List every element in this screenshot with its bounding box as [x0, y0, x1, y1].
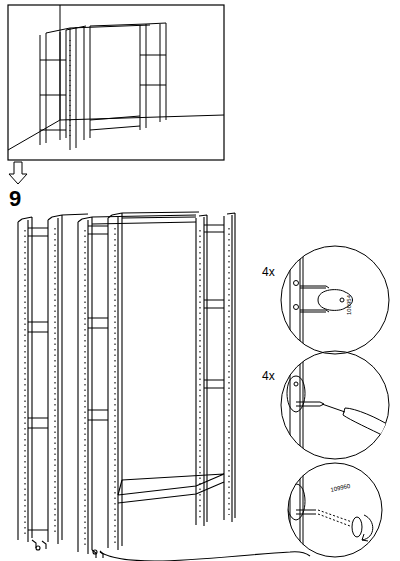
overview-inset: [8, 5, 224, 160]
shelf-frame: [18, 212, 310, 561]
detail-circle: [287, 455, 382, 560]
part-number: 100954: [346, 295, 352, 315]
part-number: 109960: [330, 483, 351, 493]
step-arrow: [9, 162, 27, 184]
quantity-label: 4x: [262, 266, 275, 278]
step-number: 9: [9, 188, 21, 210]
quantity-label: 4x: [262, 370, 275, 382]
detail-circle: [281, 240, 389, 360]
detail-circle: [281, 345, 390, 465]
